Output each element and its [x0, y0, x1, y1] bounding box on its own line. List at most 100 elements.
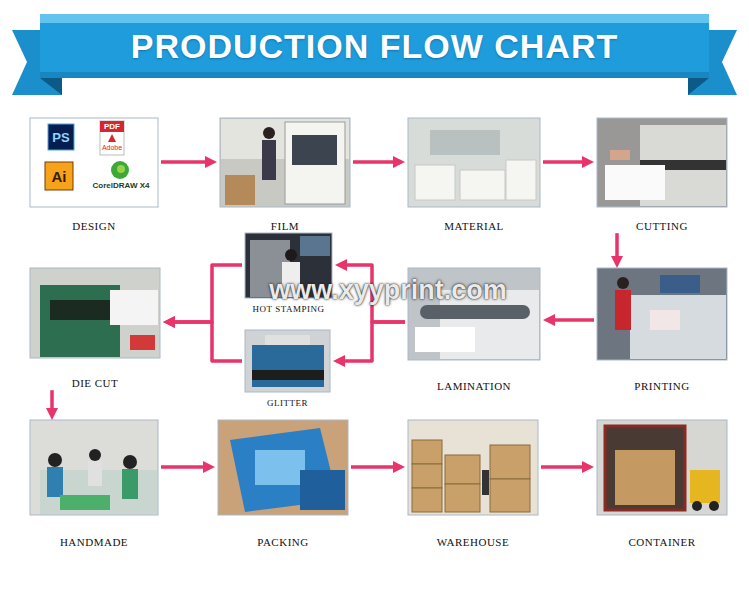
process-step: CUTTING — [594, 118, 730, 233]
flow-arrow — [353, 160, 398, 164]
step-caption: MATERIAL — [405, 220, 543, 233]
photo-area — [594, 420, 730, 515]
photo-frame — [30, 420, 158, 515]
photo-area — [27, 268, 163, 358]
process-step: DESIGN — [27, 118, 161, 233]
process-step: WAREHOUSE — [405, 420, 541, 549]
worker-head — [263, 127, 275, 139]
step-caption: WAREHOUSE — [405, 536, 541, 549]
illustrator-icon — [45, 162, 73, 190]
package-window — [255, 450, 305, 485]
film-machine — [285, 122, 345, 204]
carton — [412, 488, 442, 512]
forklift — [690, 470, 720, 503]
worker-head — [123, 455, 137, 469]
printing-press — [630, 295, 726, 359]
step-caption: HANDMADE — [27, 536, 161, 549]
worker — [47, 467, 63, 497]
photo-frame — [408, 118, 540, 207]
photo-frame — [220, 118, 350, 207]
package — [300, 470, 345, 510]
step-caption: GLITTER — [242, 398, 333, 409]
photo-frame — [408, 420, 538, 515]
photo-area — [27, 118, 161, 207]
product — [130, 335, 155, 350]
process-step: GLITTER — [242, 330, 333, 409]
icon-label: PS — [48, 124, 74, 150]
photo-frame — [597, 420, 727, 515]
die-cut-machine — [40, 285, 120, 357]
worker — [615, 290, 631, 330]
process-step: FILM — [217, 118, 353, 233]
photo-area — [27, 420, 161, 515]
flow-arrow — [615, 233, 619, 261]
photo-area — [215, 420, 351, 515]
worker — [482, 470, 489, 495]
photo-frame — [245, 330, 330, 392]
carton — [490, 479, 530, 512]
flow-arrow — [340, 322, 405, 361]
paper-stack — [415, 165, 455, 200]
worker-head — [617, 277, 629, 289]
flow-arrow — [170, 322, 242, 361]
step-caption: PRINTING — [594, 380, 730, 393]
flow-arrow — [161, 465, 208, 469]
step-caption: FILM — [217, 220, 353, 233]
paper-stack — [506, 160, 536, 200]
wheel — [709, 501, 719, 511]
photo-area — [242, 330, 333, 392]
cartons — [615, 450, 675, 505]
glitter-machine — [252, 345, 324, 387]
step-caption: CUTTING — [594, 220, 730, 233]
flow-arrow — [170, 265, 242, 322]
ribbon-shade — [40, 72, 709, 78]
flow-arrow — [543, 160, 587, 164]
process-step: DIE CUT — [27, 268, 163, 390]
photo-area — [405, 118, 543, 207]
worker-head — [48, 453, 62, 467]
roller — [420, 305, 530, 319]
corel-icon — [111, 161, 129, 179]
hands — [610, 150, 630, 160]
icon-label: CorelDRAW X4 — [86, 181, 156, 191]
worker — [122, 469, 138, 499]
worker — [262, 140, 276, 180]
photo-frame — [30, 118, 158, 207]
flow-arrow — [351, 465, 398, 469]
flow-arrow — [550, 318, 594, 322]
process-step: PACKING — [215, 420, 351, 549]
machine-window — [292, 135, 337, 165]
photo-area — [217, 118, 353, 207]
flow-arrow — [541, 465, 587, 469]
adobe-logo — [108, 134, 116, 142]
carton — [490, 445, 530, 479]
products — [60, 495, 110, 510]
carton — [445, 455, 480, 484]
photo-frame — [597, 118, 727, 207]
control-screen — [660, 275, 700, 293]
process-step: MATERIAL — [405, 118, 543, 233]
process-step: HANDMADE — [27, 420, 161, 549]
step-caption: DESIGN — [27, 220, 161, 233]
photo-frame — [218, 420, 348, 515]
photo-area — [594, 268, 730, 360]
watermark: www.xyyprint.com — [218, 276, 558, 304]
photo-area — [594, 118, 730, 207]
step-caption: CONTAINER — [594, 536, 730, 549]
ribbon-band — [40, 14, 709, 78]
step-caption: PACKING — [215, 536, 351, 549]
carton — [225, 175, 255, 205]
paper-stack — [605, 165, 665, 200]
worker-head — [89, 449, 101, 461]
machine-plate — [50, 300, 110, 320]
worker-head — [285, 249, 297, 261]
ribbon-fold — [40, 78, 62, 95]
carton — [445, 484, 480, 512]
window — [300, 236, 330, 256]
step-caption: LAMINATION — [405, 380, 543, 393]
pdf-band — [100, 121, 124, 132]
icon-label: Adobe — [94, 143, 130, 152]
icon-label: PDF — [100, 121, 124, 132]
photo-frame — [30, 268, 160, 358]
carton — [412, 464, 442, 488]
